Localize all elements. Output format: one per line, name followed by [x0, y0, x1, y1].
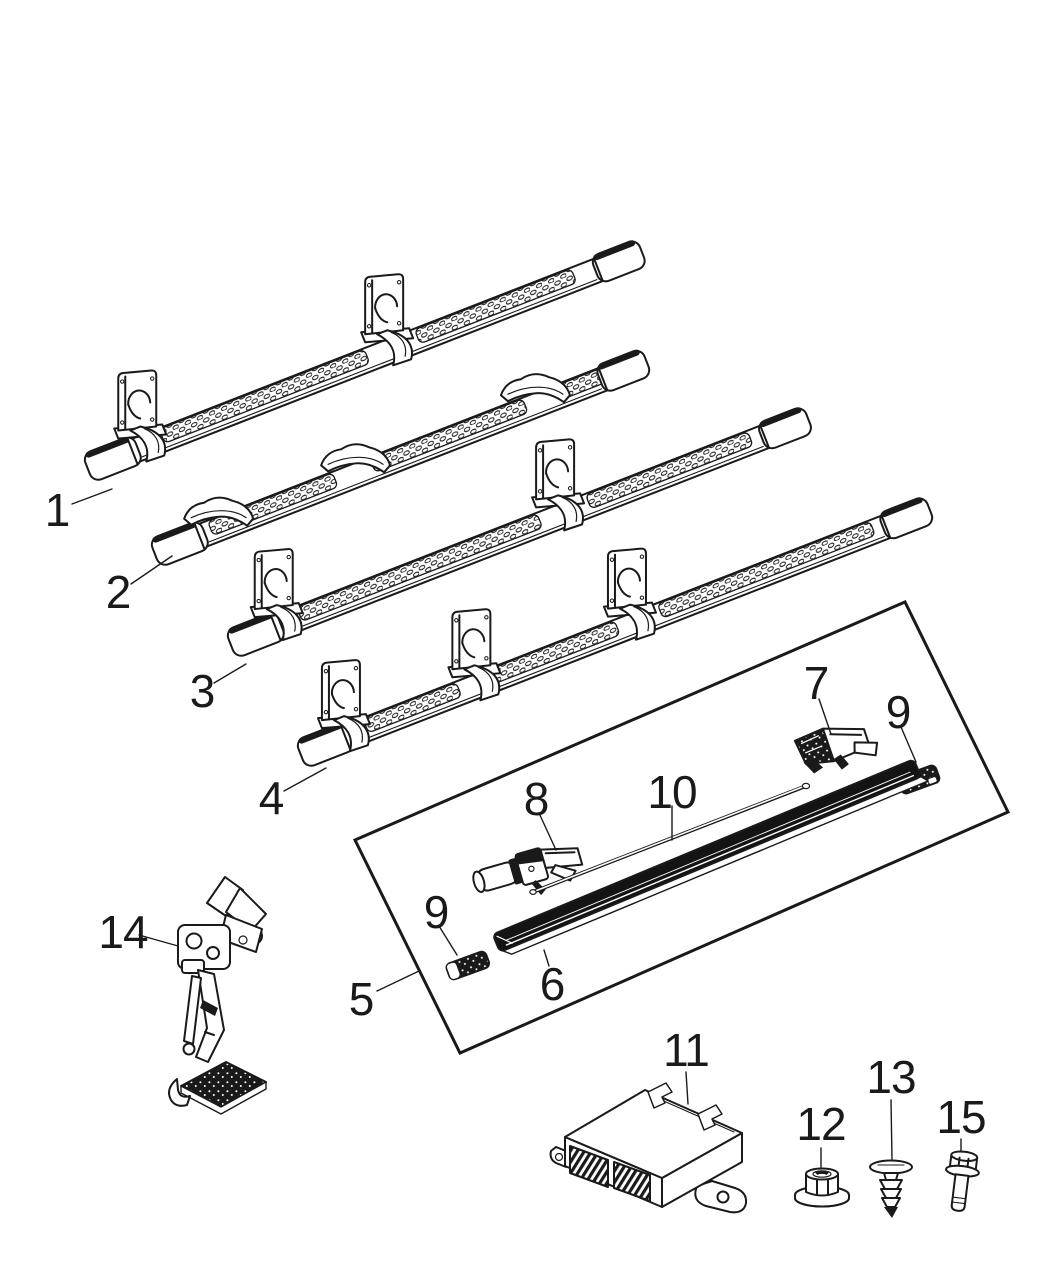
kit-box-outline: [352, 600, 1011, 1055]
leader-line-9b: [900, 726, 917, 763]
leader-line-2: [130, 555, 173, 585]
leader-line-5: [376, 970, 420, 992]
deploy-arm-14: [168, 876, 267, 1115]
callout-9-left: 9: [423, 886, 450, 938]
motor-assembly-8: [472, 847, 584, 896]
callout-6: 6: [539, 958, 566, 1010]
board-end-cap: [596, 349, 651, 392]
callout-4: 4: [258, 772, 285, 824]
clip-9-left: [445, 950, 491, 981]
flange-bolt-15: [945, 1150, 980, 1212]
callout-8: 8: [523, 773, 550, 825]
leader-line-14: [138, 934, 179, 947]
leader-line-13: [890, 1099, 893, 1160]
callout-5: 5: [348, 973, 375, 1025]
leader-line-9a: [438, 925, 458, 956]
leader-line-3: [213, 663, 247, 684]
callout-1: 1: [44, 484, 71, 536]
tread-strip: [486, 621, 620, 685]
callout-9-right: 9: [885, 686, 912, 738]
board-end-cap: [591, 240, 646, 283]
running-board-1: [83, 240, 646, 481]
tread-strip: [160, 350, 369, 443]
tread-strip: [370, 399, 528, 472]
board-end-cap: [150, 521, 209, 566]
callout-15: 15: [936, 1091, 986, 1143]
callout-3: 3: [189, 665, 216, 717]
leader-line-7: [818, 698, 832, 735]
board-end-cap: [83, 436, 142, 481]
callout-14: 14: [98, 906, 148, 958]
leader-line-1: [71, 488, 113, 505]
tread-strip: [658, 522, 875, 618]
callout-12: 12: [796, 1098, 846, 1150]
leader-line-8: [538, 812, 557, 851]
push-pin-13: [869, 1159, 913, 1218]
tread-strip: [586, 432, 753, 508]
callout-2: 2: [105, 566, 132, 618]
tread-strip: [363, 683, 461, 733]
running-board-3: [226, 407, 812, 657]
tread-strip: [415, 269, 576, 343]
control-module-11: [549, 1082, 748, 1214]
flange-nut-12: [794, 1167, 850, 1208]
step-board-6: [493, 759, 929, 955]
linkage-rod-10: [529, 782, 811, 895]
board-end-cap: [879, 497, 934, 540]
board-end-cap: [758, 407, 812, 450]
callout-11: 11: [663, 1024, 710, 1076]
leader-line-11: [685, 1071, 689, 1105]
leader-line-4: [283, 767, 327, 792]
leader-lines: [71, 488, 962, 1170]
callout-7: 7: [803, 657, 830, 709]
tread-strip: [297, 514, 542, 621]
callout-13: 13: [866, 1051, 916, 1103]
running-board-2: [150, 349, 651, 566]
motor-bracket-7: [793, 727, 879, 774]
callout-10: 10: [647, 766, 697, 818]
leader-line-6: [543, 949, 550, 967]
running-board-4: [296, 497, 934, 767]
board-end-cap: [226, 612, 285, 657]
